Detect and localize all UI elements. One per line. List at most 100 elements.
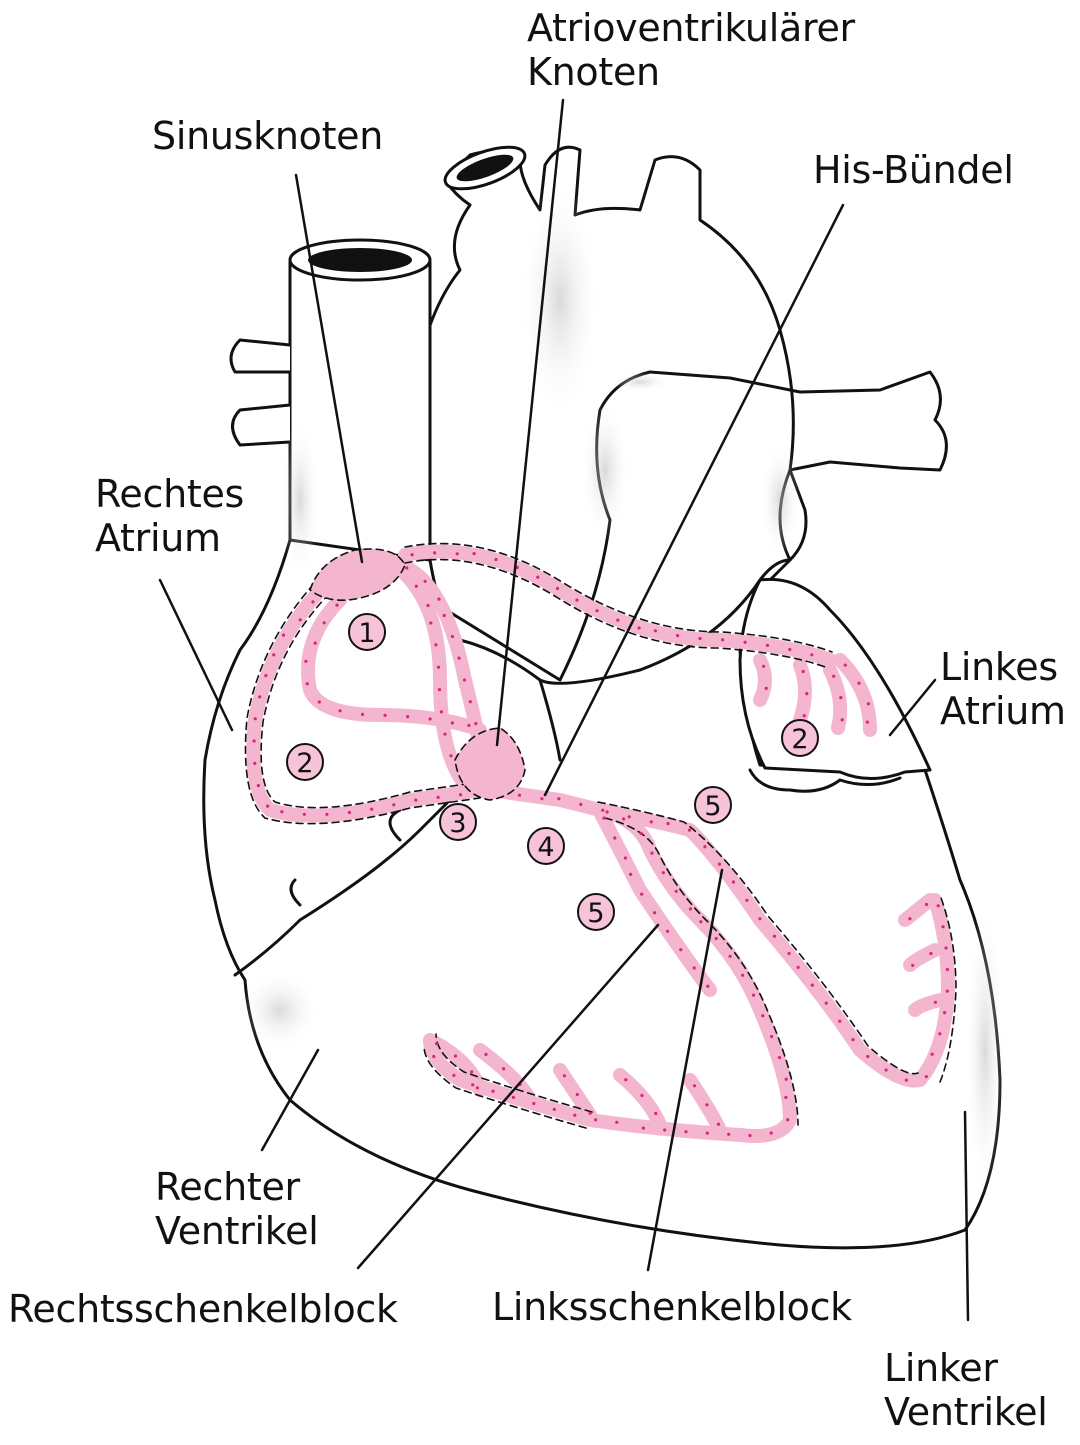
- conduction-dot: [728, 954, 732, 958]
- conduction-dot: [304, 659, 308, 663]
- conduction-dot: [434, 1042, 439, 1046]
- conduction-dot: [727, 1132, 731, 1136]
- conduction-dot: [450, 634, 454, 639]
- label-av-node-line1: Atrioventrikulärer: [527, 6, 855, 50]
- marker-2-left: 2: [781, 719, 819, 757]
- conduction-dot: [467, 723, 471, 728]
- conduction-dot: [857, 681, 861, 685]
- svg-text:1: 1: [358, 618, 375, 649]
- leader-av-node: [495, 98, 565, 747]
- conduction-dot: [458, 793, 463, 797]
- conduction-dot: [432, 1054, 436, 1059]
- conduction-dot: [472, 552, 476, 556]
- conduction-dot: [865, 720, 870, 724]
- label-right-atrium: Rechtes Atrium: [95, 472, 244, 560]
- conduction-dot: [796, 965, 800, 970]
- conduction-dot: [443, 732, 447, 736]
- conduction-dot: [692, 966, 696, 970]
- conduction-dot: [317, 700, 321, 704]
- conduction-dot: [692, 1084, 697, 1088]
- label-right-ventricle: Rechter Ventrikel: [155, 1165, 319, 1253]
- conduction-dot: [802, 714, 806, 718]
- conduction-dot: [944, 946, 948, 950]
- conduction-dot: [654, 1111, 658, 1116]
- marker-5-upper: 5: [694, 786, 732, 824]
- svg-text:3: 3: [449, 808, 466, 839]
- conduction-dot: [450, 721, 454, 725]
- conduction-dot: [594, 1118, 598, 1122]
- conduction-dot: [933, 1000, 938, 1004]
- conduction-dot: [410, 553, 414, 557]
- conduction-dot: [414, 584, 418, 588]
- conduction-dot: [453, 1054, 458, 1058]
- label-his-bundle: His-Bündel: [813, 148, 1014, 192]
- conduction-dot: [716, 1122, 721, 1126]
- conduction-dot: [536, 575, 540, 579]
- conduction-dot: [929, 951, 933, 956]
- conduction-dot: [253, 761, 257, 766]
- leader-right-atrium: [158, 578, 234, 732]
- conduction-dot: [573, 1113, 577, 1117]
- conduction-dot: [305, 682, 309, 686]
- conduction-dot: [452, 1073, 456, 1077]
- conduction-dot: [758, 917, 762, 921]
- conduction-dot: [938, 1032, 942, 1036]
- marker-5-lower: 5: [577, 893, 615, 931]
- conduction-dot: [405, 566, 409, 570]
- conduction-dot: [866, 702, 871, 706]
- conduction-dot: [436, 795, 440, 800]
- conduction-dot: [786, 1118, 790, 1122]
- conduction-dot: [788, 647, 792, 652]
- label-rbbb-line1: Rechtsschenkelblock: [8, 1287, 398, 1331]
- conduction-dot: [601, 808, 605, 812]
- conduction-dot: [705, 1103, 709, 1107]
- label-left-ventricle-line1: Linker: [884, 1346, 998, 1390]
- conduction-dot: [322, 621, 326, 625]
- conduction-dot: [762, 664, 766, 668]
- conduction-dot: [423, 579, 427, 583]
- leader-left-atrium: [888, 678, 937, 737]
- conduction-dot: [717, 862, 722, 866]
- label-right-atrium-line1: Rechtes: [95, 472, 245, 516]
- conduction-dot: [772, 934, 777, 938]
- conduction-dot: [325, 812, 329, 816]
- av-node: [454, 727, 526, 801]
- conduction-dot: [924, 902, 929, 907]
- conduction-dot: [470, 1070, 474, 1074]
- marker-1: 1: [348, 613, 386, 651]
- conduction-dot: [426, 603, 430, 608]
- conduction-dot: [311, 600, 315, 604]
- conduction-dot: [253, 717, 257, 721]
- conduction-dot: [884, 1068, 888, 1072]
- conduction-dot: [455, 552, 459, 556]
- conduction-dot: [494, 557, 498, 562]
- conduction-dot: [540, 797, 544, 801]
- conduction-dot: [616, 618, 620, 622]
- stipple-shading: [240, 180, 1005, 1200]
- conduction-dot: [433, 551, 437, 555]
- conduction-dot: [748, 1133, 752, 1138]
- conduction-dot: [650, 851, 654, 855]
- conduction-dot: [266, 804, 270, 808]
- label-sinus-node: Sinusknoten: [152, 114, 383, 158]
- conduction-dot: [824, 1001, 828, 1005]
- conduction-dot: [595, 609, 599, 613]
- conduction-dot: [684, 1130, 688, 1134]
- conduction-dot: [653, 629, 658, 633]
- conduction-dot: [764, 686, 768, 691]
- conduction-dot: [838, 1019, 842, 1023]
- conduction-dot: [784, 1095, 788, 1100]
- conduction-dot: [731, 880, 736, 884]
- conduction-dot: [622, 817, 626, 821]
- conduction-dot: [437, 597, 441, 601]
- marker-4: 4: [527, 827, 565, 865]
- conduction-dot: [741, 973, 745, 977]
- conduction-dot: [840, 718, 844, 722]
- leader-lbbb: [646, 868, 724, 1272]
- conduction-dot: [688, 907, 693, 911]
- conduction-dot: [615, 1120, 619, 1124]
- conduction-dot: [641, 1126, 646, 1130]
- conduction-dot: [640, 892, 644, 896]
- conduction-dot: [449, 754, 453, 758]
